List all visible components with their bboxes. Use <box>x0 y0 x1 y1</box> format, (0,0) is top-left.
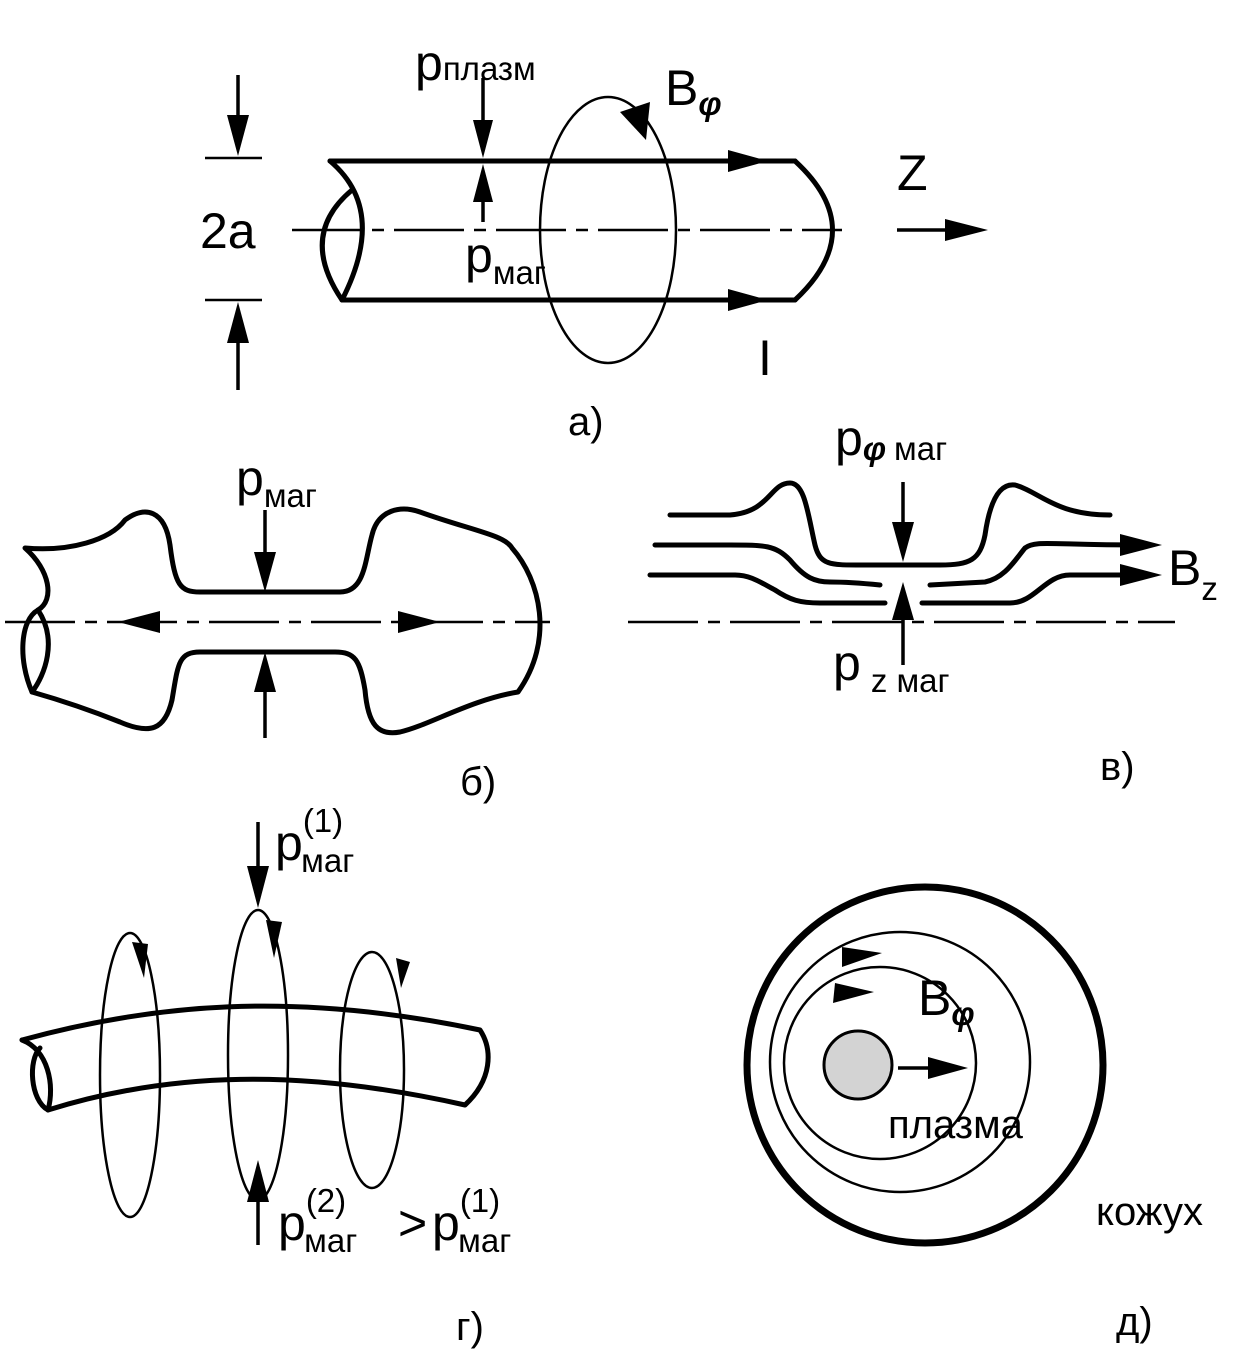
casing-circle <box>743 883 1107 1247</box>
cylinder-left-end <box>319 158 365 303</box>
p-phi-arrowhead <box>892 522 914 562</box>
kink-field-ring-3 <box>338 950 406 1190</box>
caption-v: в) <box>1100 745 1135 789</box>
dimension-arrowhead-top <box>227 115 249 156</box>
p-z-arrowhead <box>892 582 914 620</box>
panel-a: 2a pплазм Bφ Z pмаг I а <box>200 35 988 444</box>
field-line-inner <box>647 572 1143 606</box>
p-mag-arrowhead <box>473 164 493 202</box>
axis-arrow-right <box>398 611 440 633</box>
z-axis-label: Z <box>897 145 928 201</box>
current-label: I <box>758 330 772 386</box>
plasma-displacement-arrowhead <box>928 1057 968 1079</box>
kink-tube-left-cap <box>19 1037 53 1113</box>
axis-arrow-left <box>118 611 160 633</box>
p-mag-arrowhead-bottom <box>254 652 276 692</box>
cylinder-right-end <box>792 158 835 303</box>
p2-arrowhead <box>247 1160 269 1202</box>
sausage-left-cap <box>29 607 51 695</box>
plasma-core <box>822 1029 894 1101</box>
field-line-large <box>768 930 1032 1194</box>
caption-d: д) <box>1116 1300 1153 1344</box>
p3-mag-label: p(1)маг <box>432 1182 511 1259</box>
p1-mag-label: p(1)маг <box>275 802 354 879</box>
p-mag-arrowhead-top <box>254 552 276 592</box>
p1-arrowhead <box>247 866 269 908</box>
b-phi-label: Bφ <box>665 60 722 122</box>
field-arrow-small <box>833 983 874 1003</box>
b-phi-label-d: Bφ <box>918 970 975 1032</box>
sausage-plasma-outline <box>20 506 543 736</box>
panel-g: p(1)маг p(2)маг > p(1)маг г) <box>19 802 511 1349</box>
field-line-outer <box>667 480 1113 568</box>
p-plasma-label: pплазм <box>415 35 536 91</box>
p2-mag-label: p(2)маг <box>278 1182 357 1259</box>
dimension-arrowhead-bottom <box>227 302 249 343</box>
panel-b: pмаг б) <box>5 450 550 804</box>
p-plasma-arrowhead <box>473 120 493 158</box>
field-line-small <box>782 965 978 1161</box>
b-phi-ring <box>538 95 678 365</box>
b-phi-ring-arrow <box>620 102 650 140</box>
casing-label: кожух <box>1096 1190 1203 1234</box>
greater-than-sign: > <box>398 1195 427 1251</box>
panel-d: Bφ плазма кожух д) <box>743 883 1203 1344</box>
bz-arrow-middle <box>1120 534 1162 556</box>
caption-a: а) <box>568 400 604 444</box>
kink-tube-outline <box>19 1003 491 1113</box>
kink-field-ring-1 <box>98 931 162 1219</box>
kink-ring-arrow-2 <box>266 920 282 958</box>
bz-label: Bz <box>1168 540 1218 607</box>
caption-b: б) <box>460 760 496 804</box>
field-line-middle <box>652 540 1143 588</box>
bz-arrow-inner <box>1120 564 1162 586</box>
p-mag-label: pмаг <box>465 227 546 291</box>
z-direction-arrowhead <box>945 219 988 241</box>
plasma-label: плазма <box>888 1103 1024 1147</box>
field-arrow-large <box>842 947 882 967</box>
kink-ring-arrow-1 <box>132 942 148 978</box>
current-arrow-top <box>728 150 768 172</box>
kink-ring-arrow-3 <box>396 958 410 988</box>
radius-label: 2a <box>200 203 256 259</box>
current-arrow-bottom <box>728 289 768 311</box>
caption-g: г) <box>456 1305 484 1349</box>
kink-field-ring-2 <box>226 908 290 1202</box>
p-mag-label-b: pмаг <box>236 450 317 514</box>
